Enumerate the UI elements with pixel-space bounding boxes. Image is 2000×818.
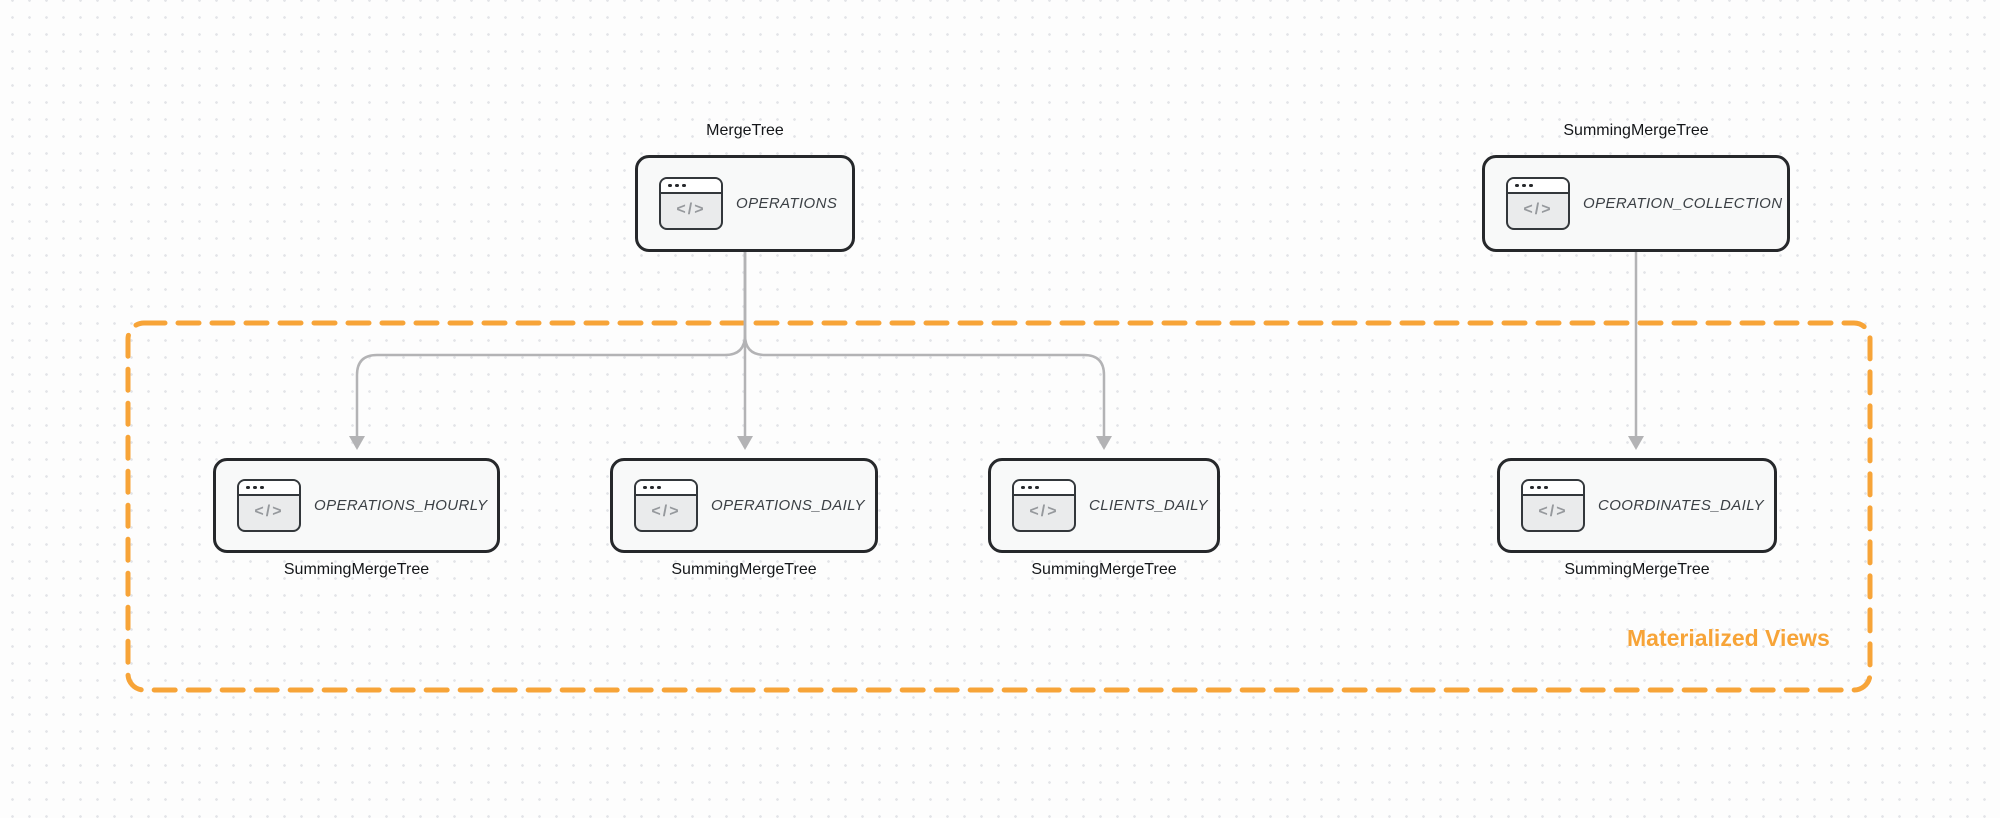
window-bar bbox=[239, 481, 299, 496]
window-dot bbox=[260, 485, 264, 490]
code-glyph: </> bbox=[254, 503, 284, 520]
window-bar bbox=[1014, 481, 1074, 496]
group-label-materialized-views: Materialized Views bbox=[1627, 625, 1830, 651]
code-glyph: </> bbox=[1523, 201, 1553, 218]
code-window-icon: </> bbox=[1521, 479, 1585, 532]
window-dot bbox=[246, 485, 250, 490]
arrowhead-coordinates-daily bbox=[1628, 436, 1644, 450]
engine-label-operation-collection: SummingMergeTree bbox=[1563, 122, 1709, 139]
code-window-icon: </> bbox=[634, 479, 698, 532]
node-title: OPERATIONS_HOURLY bbox=[314, 497, 488, 514]
code-glyph: </> bbox=[676, 201, 706, 218]
engine-label-operations-daily: SummingMergeTree bbox=[671, 561, 817, 578]
node-coordinates-daily[interactable]: </> COORDINATES_DAILY bbox=[1497, 458, 1777, 553]
window-dot bbox=[1529, 183, 1533, 188]
window-dot bbox=[650, 485, 654, 490]
edge-operations-to-clients-daily bbox=[743, 252, 1106, 437]
window-dot bbox=[253, 485, 257, 490]
window-dot bbox=[675, 183, 679, 188]
code-window-icon: </> bbox=[1012, 479, 1076, 532]
engine-label-coordinates-daily: SummingMergeTree bbox=[1564, 561, 1710, 578]
window-dot bbox=[1515, 183, 1519, 188]
engine-label-clients-daily: SummingMergeTree bbox=[1031, 561, 1177, 578]
window-dot bbox=[1530, 485, 1534, 490]
node-operations[interactable]: </> OPERATIONS bbox=[635, 155, 855, 252]
arrowhead-operations-hourly bbox=[349, 436, 365, 450]
window-dot bbox=[1537, 485, 1541, 490]
node-title: OPERATION_COLLECTION bbox=[1583, 195, 1783, 212]
window-bar bbox=[661, 179, 721, 194]
arrowhead-operations-daily bbox=[737, 436, 753, 450]
window-dot bbox=[657, 485, 661, 490]
node-operations-daily[interactable]: </> OPERATIONS_DAILY bbox=[610, 458, 878, 553]
node-operation-collection[interactable]: </> OPERATION_COLLECTION bbox=[1482, 155, 1790, 252]
node-title: CLIENTS_DAILY bbox=[1089, 497, 1208, 514]
window-bar bbox=[1508, 179, 1568, 194]
node-clients-daily[interactable]: </> CLIENTS_DAILY bbox=[988, 458, 1220, 553]
code-glyph: </> bbox=[1538, 503, 1568, 520]
window-dot bbox=[1522, 183, 1526, 188]
code-glyph: </> bbox=[1029, 503, 1059, 520]
arrowhead-clients-daily bbox=[1096, 436, 1112, 450]
window-dot bbox=[1544, 485, 1548, 490]
code-window-icon: </> bbox=[237, 479, 301, 532]
window-dot bbox=[643, 485, 647, 490]
code-glyph: </> bbox=[651, 503, 681, 520]
window-dot bbox=[1035, 485, 1039, 490]
window-dot bbox=[682, 183, 686, 188]
code-window-icon: </> bbox=[1506, 177, 1570, 230]
window-dot bbox=[668, 183, 672, 188]
node-title: OPERATIONS_DAILY bbox=[711, 497, 865, 514]
window-bar bbox=[1523, 481, 1583, 496]
materialized-views-group-outline bbox=[125, 320, 1873, 693]
node-title: COORDINATES_DAILY bbox=[1598, 497, 1765, 514]
window-dot bbox=[1028, 485, 1032, 490]
engine-label-operations: MergeTree bbox=[706, 122, 784, 139]
engine-label-operations-hourly: SummingMergeTree bbox=[283, 561, 430, 578]
node-title: OPERATIONS bbox=[736, 195, 838, 212]
code-window-icon: </> bbox=[659, 177, 723, 230]
window-dot bbox=[1021, 485, 1025, 490]
edge-operations-to-operations-hourly bbox=[355, 252, 747, 437]
window-bar bbox=[636, 481, 696, 496]
node-operations-hourly[interactable]: </> OPERATIONS_HOURLY bbox=[213, 458, 500, 553]
